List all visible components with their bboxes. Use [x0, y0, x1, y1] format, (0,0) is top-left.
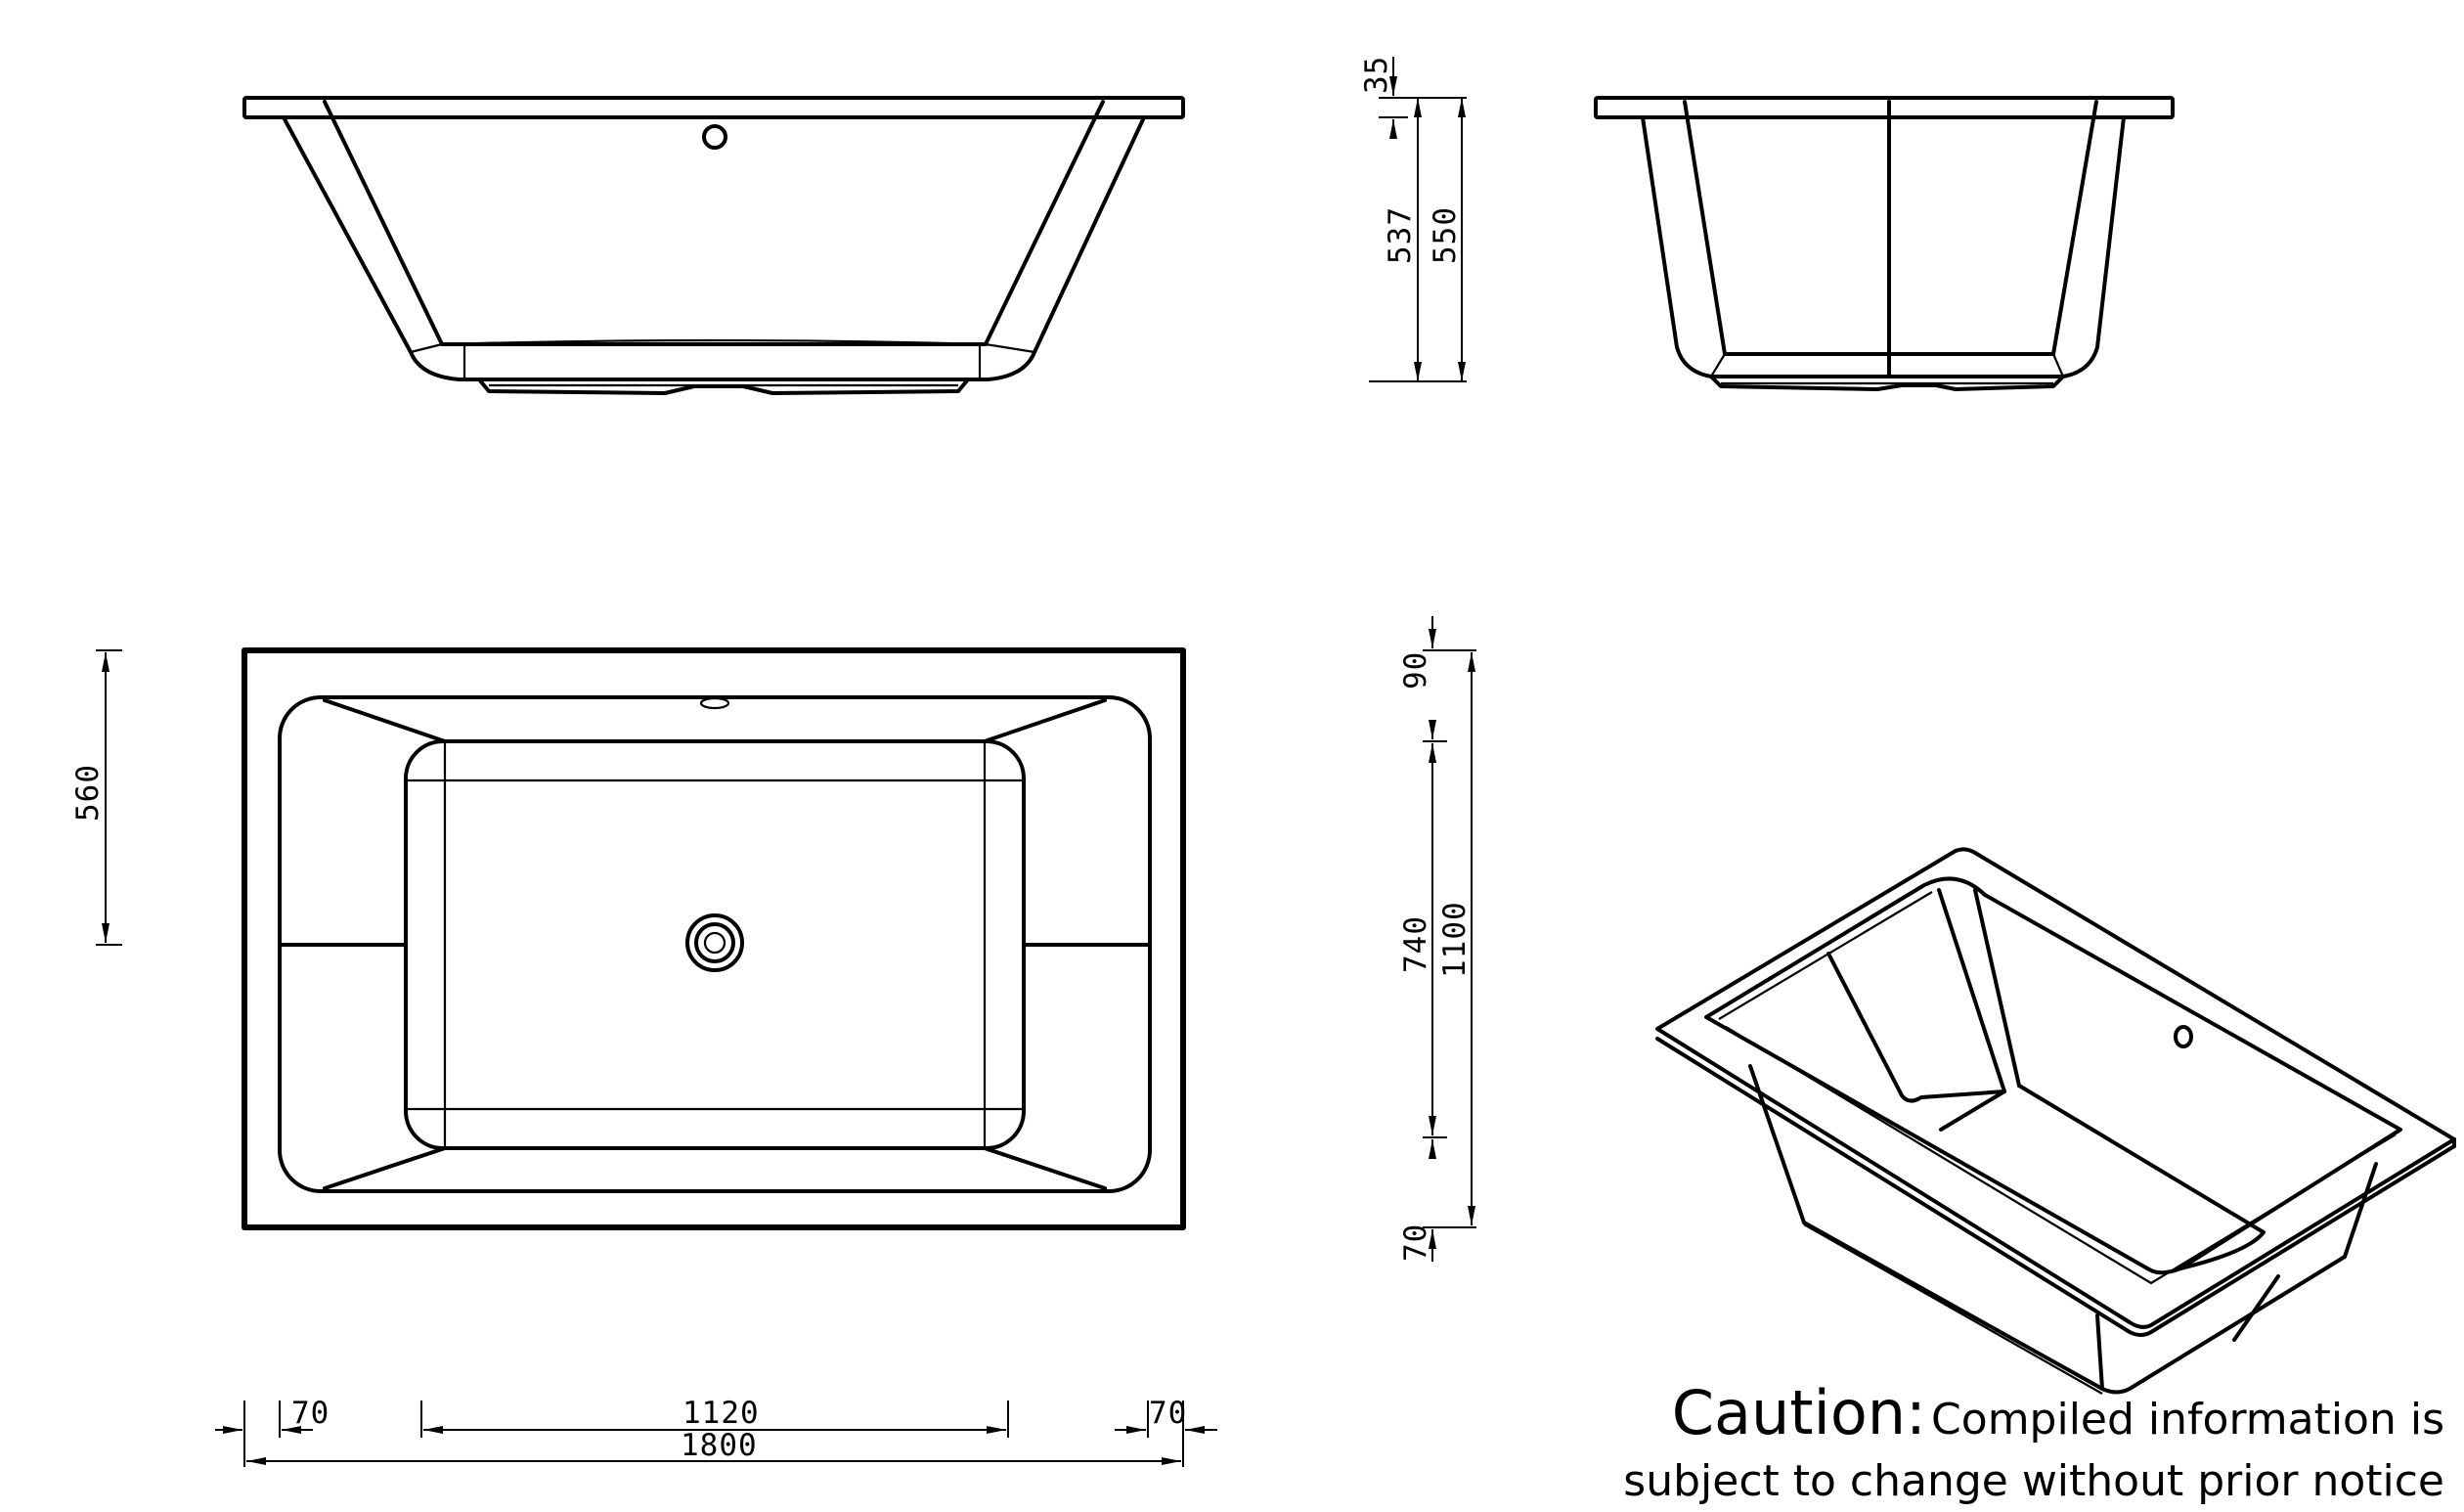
- drain-icon: [685, 913, 744, 972]
- overflow-hole-iso-icon: [2174, 1025, 2193, 1048]
- dim-half-width-560: 560: [70, 764, 106, 822]
- dim-length-1800: 1800: [681, 1428, 758, 1463]
- dim-left-70: 70: [291, 1396, 330, 1431]
- length-dimensions: 70 1120 70 1800: [215, 1396, 1217, 1467]
- dim-height-550: 550: [1428, 206, 1463, 264]
- dim-inner-740: 740: [1398, 915, 1433, 973]
- dim-rim-35: 35: [1359, 56, 1394, 94]
- caution-text-2: subject to change without prior notice: [1623, 1456, 2444, 1506]
- caution-notice: Caution: Compiled information is subject…: [1623, 1383, 2444, 1508]
- width-dimensions: 90 740 1100 70: [1398, 616, 1476, 1262]
- caution-text-1: Compiled information is: [1931, 1395, 2444, 1445]
- caution-label: Caution:: [1671, 1377, 1926, 1448]
- front-elevation-view: [242, 96, 1185, 395]
- dim-bottom-70: 70: [1398, 1223, 1433, 1262]
- dim-depth-537: 537: [1383, 206, 1418, 264]
- dim-width-1100: 1100: [1437, 901, 1473, 978]
- dim-right-70: 70: [1149, 1396, 1187, 1431]
- caution-line-1: Caution: Compiled information is: [1623, 1383, 2444, 1455]
- overflow-hole-icon: [702, 124, 727, 150]
- half-width-dimension: 560: [70, 649, 122, 946]
- height-dimensions: 35 537 550: [1359, 56, 1467, 382]
- dim-top-90: 90: [1398, 651, 1433, 689]
- dim-inner-1120: 1120: [682, 1396, 760, 1431]
- side-elevation-view: [1594, 96, 2175, 391]
- isometric-view: [1655, 847, 2456, 1395]
- plan-view: [242, 647, 1186, 1230]
